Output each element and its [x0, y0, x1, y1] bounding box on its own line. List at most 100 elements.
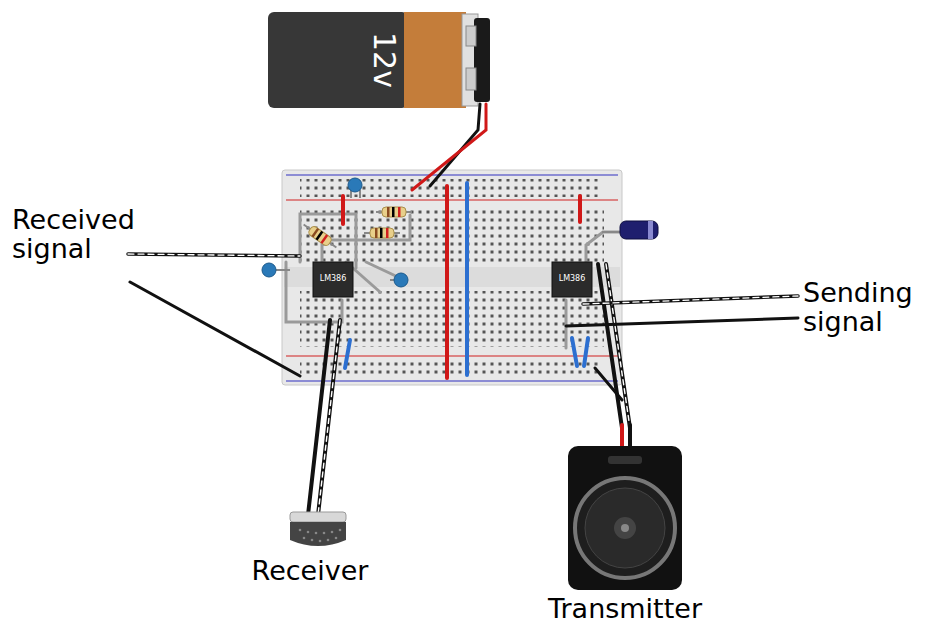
- speaker-symbol-part: [575, 478, 675, 578]
- node-text: LM386: [559, 275, 586, 283]
- battery-symbol-part: [268, 12, 408, 108]
- microphone-symbol-part-part: [311, 539, 314, 542]
- jumper-wires-part: [366, 262, 400, 278]
- signal-label: Received signal: [12, 205, 152, 263]
- capacitor-symbol-part: [276, 269, 290, 271]
- electrolytic-capacitor-part: [648, 221, 653, 239]
- transmitter-caption-box: Transmitter: [535, 592, 715, 626]
- leader-line: [128, 254, 798, 376]
- speaker-symbol-part: [568, 446, 682, 590]
- node-text: Receiver: [252, 557, 369, 585]
- battery-lead-part: [430, 104, 480, 186]
- leader-line-part: [130, 282, 300, 376]
- microphone-symbol: [290, 512, 346, 546]
- speaker-lead-part: [606, 264, 630, 428]
- speaker-symbol-part: [608, 456, 642, 464]
- microphone-lead: [308, 320, 340, 515]
- signal-label: Sending signal: [803, 278, 931, 336]
- resistor-symbol-part: [387, 207, 390, 217]
- breadboard-part: [300, 291, 604, 347]
- microphone-lead-part: [308, 320, 330, 515]
- power-jumpers-part: [584, 338, 588, 366]
- microphone-symbol-part-part: [315, 532, 318, 535]
- resistor-symbol-part-part: [307, 225, 332, 247]
- battery-box: 12v: [354, 12, 414, 108]
- resistor-symbol-part: [375, 228, 378, 238]
- speaker-lead-part: [595, 368, 622, 400]
- microphone-symbol-part-part: [331, 531, 334, 534]
- battery-lead: [412, 104, 486, 190]
- receiver-caption-box: Receiver: [235, 554, 385, 588]
- power-jumpers-part: [578, 196, 582, 222]
- power-jumpers: [343, 183, 588, 378]
- resistor-symbol-part: [386, 228, 389, 238]
- power-jumpers-part: [345, 340, 350, 368]
- microphone-symbol-part-part: [323, 532, 326, 535]
- battery-symbol: [268, 12, 490, 108]
- jumper-wires-part: [586, 232, 622, 262]
- microphone-symbol-part: [290, 522, 346, 546]
- breadboard: [282, 170, 622, 385]
- leader-line-part: [128, 254, 300, 256]
- speaker-lead-part: [628, 425, 632, 448]
- capacitor-symbol-part: [348, 178, 362, 192]
- leader-line-part: [583, 296, 798, 304]
- microphone-symbol-part-part: [303, 537, 306, 540]
- power-jumpers-part: [445, 186, 449, 378]
- speaker-lead-part: [606, 264, 630, 428]
- microphone-symbol-part-part: [335, 537, 338, 540]
- speaker-lead-part: [620, 425, 624, 448]
- microphone-lead-part: [318, 320, 340, 515]
- electrolytic-capacitor-part: [620, 221, 658, 239]
- jumper-wires-part: [322, 215, 410, 262]
- breadboard-part: [286, 174, 618, 175]
- power-jumpers-part: [465, 183, 469, 375]
- capacitor-symbol-part: [359, 190, 361, 198]
- node-text: 12v: [368, 32, 400, 88]
- speaker-symbol-part: [614, 517, 636, 539]
- leader-line-part: [583, 296, 798, 304]
- microphone-symbol-part-part: [339, 529, 342, 532]
- capacitor-symbol-part: [394, 273, 408, 287]
- resistor-symbol: [301, 207, 412, 252]
- battery-symbol-part: [466, 68, 476, 90]
- battery-symbol-part: [404, 12, 466, 108]
- jumper-wires: [286, 214, 622, 348]
- node-text: LM386: [320, 275, 347, 283]
- breadboard-part: [286, 199, 618, 200]
- breadboard-part: [286, 380, 618, 381]
- electrolytic-capacitor: [602, 221, 658, 239]
- resistor-symbol-part: [392, 207, 395, 217]
- chip-box: LM386: [552, 262, 592, 297]
- microphone-symbol-part-part: [299, 529, 302, 532]
- microphone-symbol-part: [299, 529, 342, 543]
- breadboard-part: [282, 170, 622, 385]
- lm386-chip-part: [552, 262, 592, 297]
- resistor-symbol-part: [382, 207, 406, 217]
- chip-box: LM386: [313, 262, 353, 297]
- power-jumpers-part: [572, 338, 577, 366]
- microphone-symbol-part-part: [327, 539, 330, 542]
- breadboard-part: [300, 179, 600, 197]
- resistor-symbol-part: [380, 228, 383, 238]
- speaker-symbol-part: [621, 524, 629, 532]
- jumper-wires-part: [565, 300, 568, 348]
- speaker-symbol-part: [585, 488, 665, 568]
- microphone-symbol-part-part: [307, 531, 310, 534]
- lm386-chip: [313, 262, 592, 297]
- leader-line-part: [566, 318, 798, 326]
- leader-line-part: [128, 254, 300, 256]
- lm386-chip-part: [313, 262, 353, 297]
- microphone-symbol-part: [290, 512, 346, 522]
- capacitor-symbol-part: [262, 263, 276, 277]
- battery-lead-part: [412, 104, 486, 190]
- speaker-lead: [595, 264, 630, 448]
- power-jumpers-part: [341, 196, 345, 224]
- battery-symbol-part: [466, 26, 476, 46]
- resistor-symbol-part: [398, 207, 401, 217]
- electrolytic-capacitor-part: [602, 231, 622, 233]
- resistor-symbol-part: [301, 220, 340, 251]
- node-text: Transmitter: [548, 595, 702, 623]
- resistor-symbol-part-part: [315, 231, 323, 241]
